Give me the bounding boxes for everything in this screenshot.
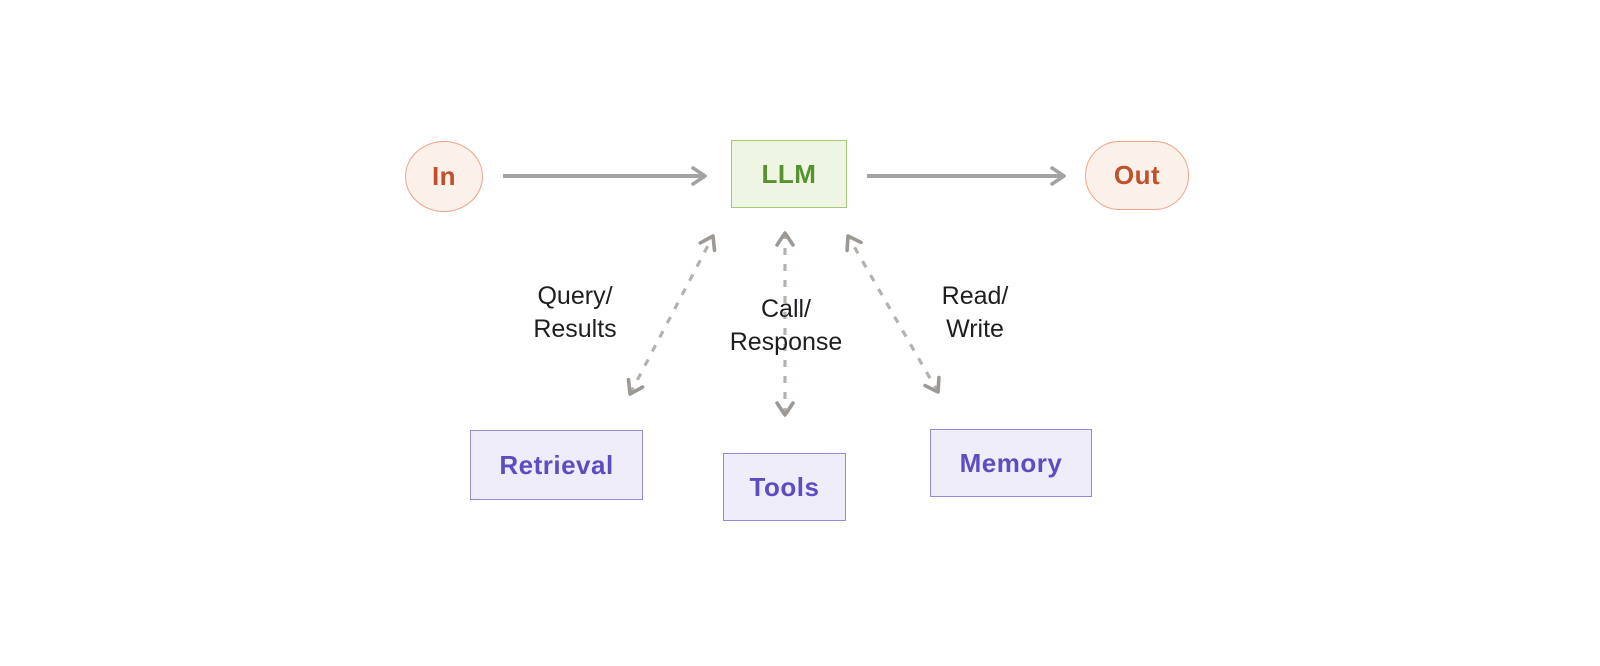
node-in-label: In: [431, 161, 457, 191]
node-in: In: [405, 141, 483, 212]
edge-label-call-line2: Response: [729, 328, 843, 356]
node-llm-label: LLM: [761, 158, 817, 189]
edge-label-call-response: Call/ Response: [686, 293, 886, 359]
edge-label-read-line1: Read/: [941, 282, 1009, 310]
edge-label-query-line2: Results: [533, 315, 617, 343]
edge-label-call-line1: Call/: [760, 295, 811, 323]
node-out: Out: [1085, 141, 1189, 210]
edge-label-query-line1: Query/: [537, 282, 613, 310]
node-tools: Tools: [723, 453, 846, 521]
node-llm: LLM: [731, 140, 847, 208]
node-memory-label: Memory: [959, 447, 1063, 478]
node-tools-label: Tools: [749, 471, 820, 502]
edge-label-read-write: Read/ Write: [875, 280, 1075, 346]
node-retrieval: Retrieval: [470, 430, 643, 500]
node-out-label: Out: [1113, 160, 1161, 190]
node-retrieval-label: Retrieval: [499, 449, 614, 480]
node-memory: Memory: [930, 429, 1092, 497]
edge-label-read-line2: Write: [946, 315, 1004, 343]
edge-label-query-results: Query/ Results: [475, 280, 675, 346]
